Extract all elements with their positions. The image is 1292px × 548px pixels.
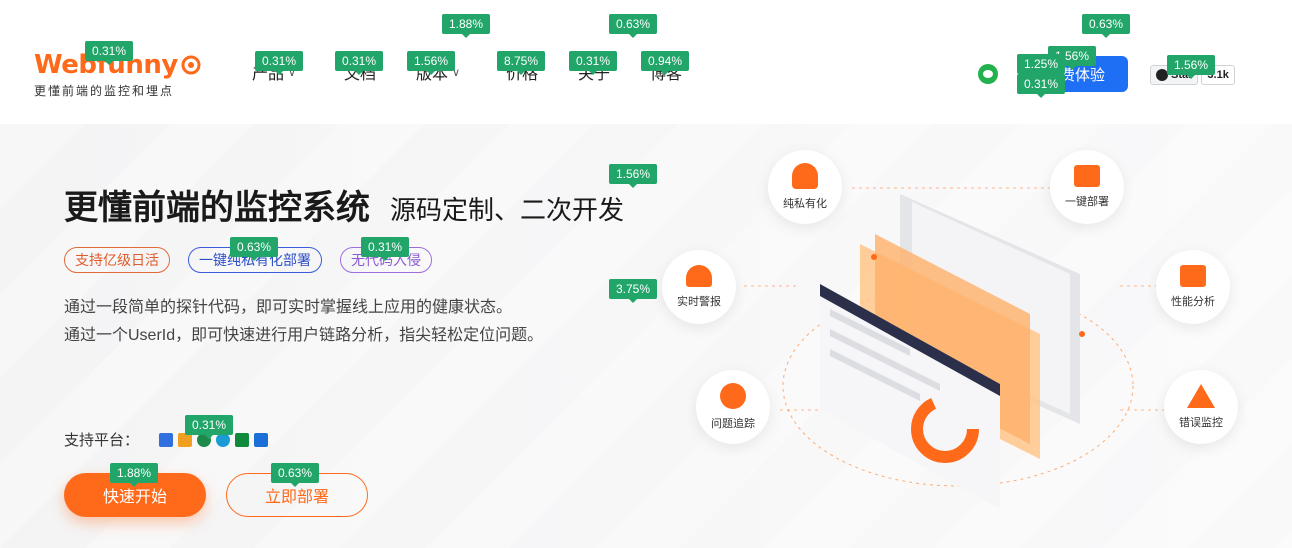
hero-description: 通过一段简单的探针代码，即可实时掌握线上应用的健康状态。 通过一个UserId，… — [64, 294, 543, 350]
platform-icons — [159, 432, 273, 447]
hero-illustration: 纯私有化 一键部署 实时警报 性能分析 问题追踪 错误监控 — [660, 124, 1292, 548]
description-line: 通过一段简单的探针代码，即可实时掌握线上应用的健康状态。 — [64, 299, 513, 316]
click-rate-badge: 0.63% — [271, 463, 320, 487]
click-rate-badge: 1.88% — [110, 463, 159, 487]
click-rate-badge: 1.56% — [407, 51, 456, 75]
hero-title: 更懂前端的监控系统 — [64, 188, 370, 228]
click-rate-badge: 0.31% — [569, 51, 618, 75]
click-rate-badge: 1.88% — [442, 14, 491, 38]
click-rate-badge: 1.56% — [609, 164, 658, 188]
dashboard-illustration — [744, 187, 1170, 509]
chevron-down-icon: ∨ — [452, 66, 461, 79]
feature-label: 问题追踪 — [711, 418, 755, 430]
warning-icon — [1187, 384, 1215, 408]
click-rate-badge: 0.63% — [609, 14, 658, 38]
hero-subtitle: 源码定制、二次开发 — [390, 196, 625, 226]
click-rate-badge: 1.56% — [1167, 55, 1216, 79]
feature-label: 纯私有化 — [783, 198, 827, 210]
click-rate-badge: 0.31% — [85, 41, 134, 65]
feature-label: 一键部署 — [1065, 196, 1109, 208]
click-rate-badge: 0.31% — [335, 51, 384, 75]
html5-icon — [159, 432, 174, 447]
feature-label: 实时警报 — [677, 296, 721, 308]
feature-private-deploy: 纯私有化 — [768, 150, 842, 224]
logo-swirl-icon — [181, 55, 201, 75]
logo-tagline: 更懂前端的监控和埋点 — [34, 84, 175, 98]
supported-platforms: 支持平台： — [64, 429, 273, 450]
click-rate-badge: 0.31% — [361, 237, 410, 261]
click-rate-badge: 0.31% — [255, 51, 304, 75]
hero-heading: 更懂前端的监控系统 源码定制、二次开发 — [64, 180, 624, 229]
click-rate-badge: 0.94% — [641, 51, 690, 75]
pulse-icon — [1180, 265, 1206, 287]
click-rate-badge: 0.31% — [1017, 74, 1066, 98]
click-rate-badge: 0.63% — [1082, 14, 1131, 38]
alarm-icon — [686, 265, 712, 287]
code-icon — [1074, 165, 1100, 187]
feature-label: 性能分析 — [1171, 296, 1215, 308]
feature-label: 错误监控 — [1179, 417, 1223, 429]
click-rate-badge: 8.75% — [497, 51, 546, 75]
feature-error-monitoring: 错误监控 — [1164, 370, 1238, 444]
feature-issue-tracking: 问题追踪 — [696, 370, 770, 444]
hero-section: 更懂前端的监控系统 源码定制、二次开发 支持亿级日活 一键纯私有化部署 无代码入… — [0, 124, 1292, 548]
wechat-icon[interactable] — [978, 64, 998, 84]
feature-performance: 性能分析 — [1156, 250, 1230, 324]
chevron-down-icon: ∨ — [288, 66, 297, 79]
click-rate-badge: 0.63% — [230, 237, 279, 261]
flutter-icon — [254, 432, 269, 447]
feature-realtime-alarm: 实时警报 — [662, 250, 736, 324]
click-rate-badge: 1.25% — [1017, 54, 1066, 78]
github-icon — [1156, 69, 1168, 81]
feature-one-click-deploy: 一键部署 — [1050, 150, 1124, 224]
description-line: 通过一个UserId，即可快速进行用户链路分析，指尖轻松定位问题。 — [64, 327, 544, 344]
vue-icon — [216, 432, 231, 447]
platforms-label: 支持平台： — [64, 432, 140, 449]
question-icon — [720, 383, 746, 409]
person-icon — [792, 163, 818, 189]
wechat-mini-icon — [235, 432, 250, 447]
tag-daily-active: 支持亿级日活 — [64, 247, 170, 273]
bar-icon — [178, 432, 193, 447]
click-rate-badge: 3.75% — [609, 279, 658, 303]
quick-start-button[interactable]: 快速开始 — [64, 473, 206, 517]
click-rate-badge: 0.31% — [185, 415, 234, 439]
